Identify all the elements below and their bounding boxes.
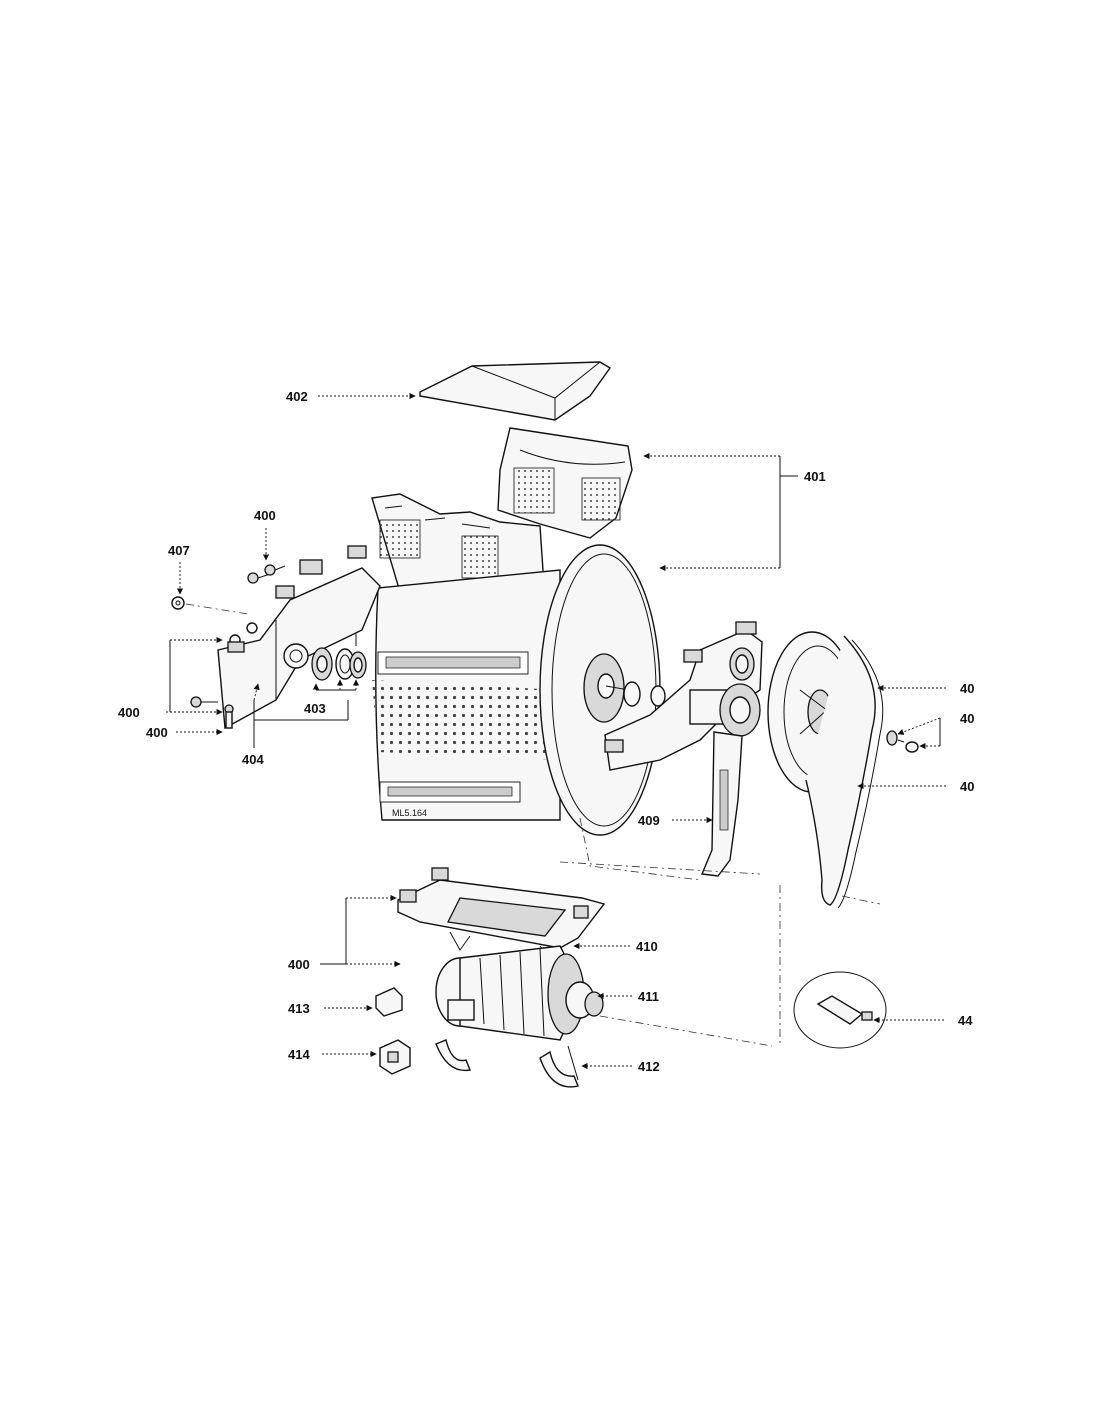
- left-screws: [171, 564, 286, 729]
- label-410: 410: [636, 939, 658, 954]
- alignment-lines: [185, 603, 881, 1047]
- label-413: 413: [288, 1001, 310, 1016]
- label-400-left-2: 400: [146, 725, 168, 740]
- part-409-support-leg: [700, 731, 743, 877]
- part-402-cover-strip: [419, 361, 612, 421]
- part-401-drum-flap: [497, 427, 633, 539]
- part-412-clamps: [435, 1039, 579, 1088]
- label-414: 414: [288, 1047, 310, 1062]
- label-401: 401: [804, 469, 826, 484]
- part-40-pulley-belt: [767, 631, 919, 909]
- label-400-bottom: 400: [288, 957, 310, 972]
- drum-model-mark: ML5.164: [392, 808, 427, 818]
- part-labels: 402 401 400 407 400 400 403 404 40 40 40…: [118, 389, 974, 1074]
- label-412: 412: [638, 1059, 660, 1074]
- part-411-motor: [435, 945, 604, 1041]
- label-404: 404: [242, 752, 264, 767]
- washer-icon: [886, 730, 898, 746]
- label-400-left-1: 400: [118, 705, 140, 720]
- label-411: 411: [638, 989, 659, 1004]
- screw-icon: [897, 739, 919, 753]
- label-402: 402: [286, 389, 308, 404]
- part-413-connector: [375, 987, 403, 1017]
- label-44: 44: [958, 1013, 973, 1028]
- part-403-bearings: [311, 634, 367, 681]
- part-414-connector: [379, 1039, 411, 1075]
- label-407: 407: [168, 543, 190, 558]
- leader-lines: [166, 392, 946, 1070]
- label-403: 403: [304, 701, 326, 716]
- label-40-c: 40: [960, 779, 974, 794]
- right-bracket-assembly: [604, 621, 763, 771]
- part-410-motor-plate: [397, 867, 606, 963]
- label-409: 409: [638, 813, 660, 828]
- label-400-top: 400: [254, 508, 276, 523]
- label-40-b: 40: [960, 711, 974, 726]
- washer-icon: [171, 596, 185, 610]
- screw-icon: [264, 564, 286, 576]
- part-44-inset: [793, 971, 887, 1049]
- screw-icon: [190, 696, 218, 708]
- label-40-a: 40: [960, 681, 974, 696]
- screw-icon: [224, 704, 234, 729]
- drum-body: ML5.164: [371, 493, 666, 836]
